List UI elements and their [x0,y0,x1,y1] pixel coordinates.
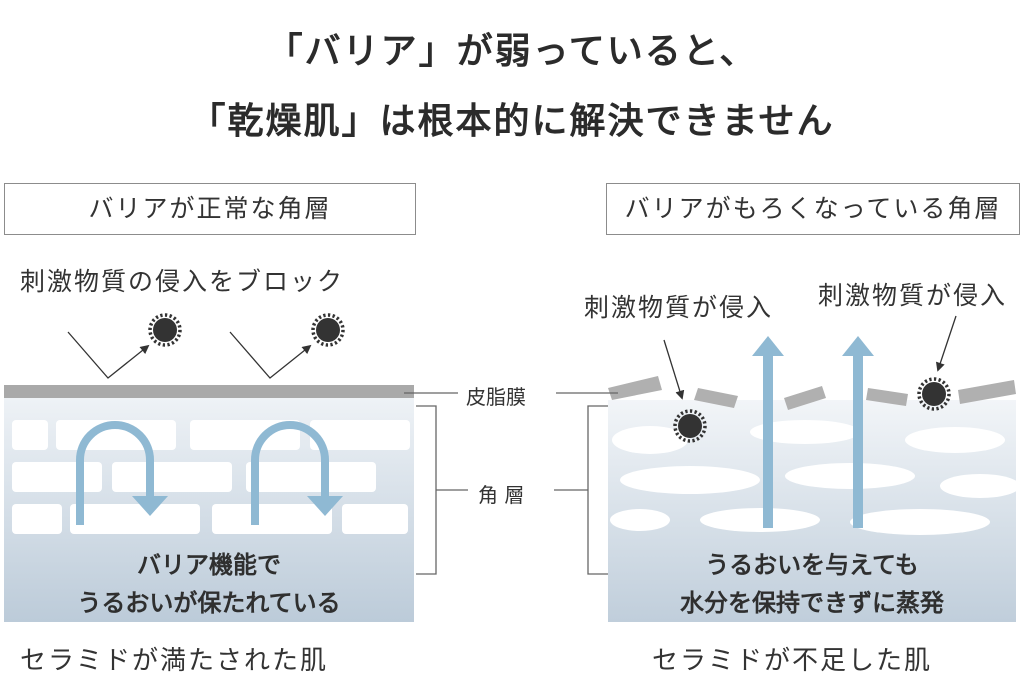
right-inner-line-2: 水分を保持できずに蒸発 [680,589,944,617]
stratum-label: 角 層 [478,483,525,507]
arrow-head-icon [307,496,343,516]
left-skin-block [4,385,414,622]
right-skin-block [608,400,1020,622]
irritant-particle-icon [917,377,951,411]
sebum-label: 皮脂膜 [466,385,526,409]
right-inner-line-1: うるおいを与えても [705,551,919,579]
center-brackets [404,392,618,575]
irritant-particle-icon [311,313,345,347]
left-sebum-film [4,385,414,398]
left-inner-text: バリア機能で うるおいが保たれている [4,546,414,622]
arrow-up-icon [842,336,874,356]
left-inner-line-2: うるおいが保たれている [77,589,341,617]
arrow-head-icon [132,496,168,516]
right-annotation-left: 刺激物質が侵入 [584,293,774,322]
left-inner-line-1: バリア機能で [137,551,281,579]
arrow-up-icon [752,336,784,356]
headline-line-1: 「バリア」が弱っていると、 [266,31,758,72]
headline-line-2: 「乾燥肌」は根本的に解決できません [189,101,835,142]
right-broken-sebum-film [608,376,1016,410]
left-top-text: 刺激物質の侵入をブロック [20,267,345,296]
right-annotation-right: 刺激物質が侵入 [818,281,1008,310]
right-annotation-lines [663,315,957,400]
left-deflect-lines [67,331,312,379]
right-panel-label: バリアがもろくなっている角層 [606,183,1020,235]
left-caption: セラミドが満たされた肌 [20,646,329,676]
left-moisture-arrows [76,421,329,525]
right-caption: セラミドが不足した肌 [652,646,933,676]
right-inner-text: うるおいを与えても 水分を保持できずに蒸発 [608,546,1016,622]
irritant-particle-icon [673,409,707,443]
right-evaporation-arrows [752,336,874,528]
irritant-particle-icon [148,313,182,347]
left-panel-label: バリアが正常な角層 [4,183,416,235]
